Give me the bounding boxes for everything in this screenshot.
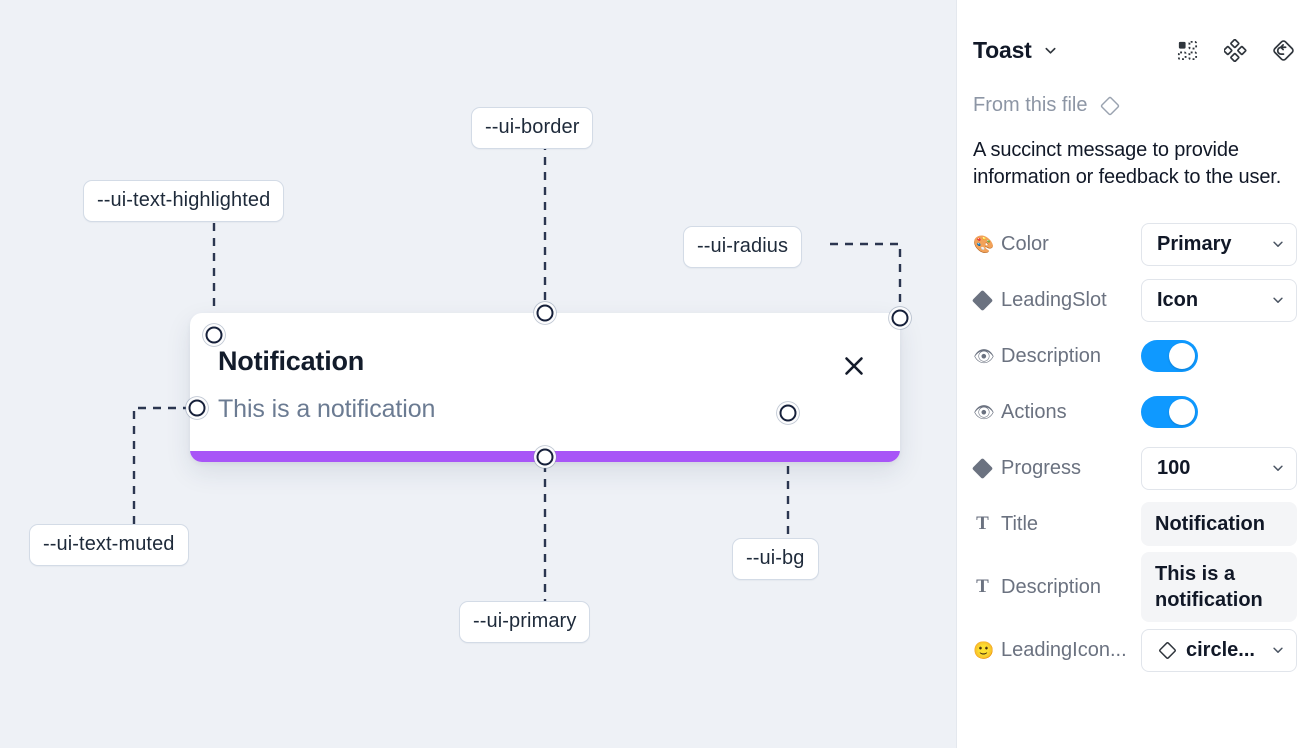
property-label-text: Description xyxy=(1001,575,1102,598)
progress-select-value: 100 xyxy=(1157,456,1191,479)
property-control-color: Primary xyxy=(1141,222,1297,266)
token-chip-ui-text-highlighted[interactable]: --ui-text-highlighted xyxy=(83,180,285,222)
chevron-down-icon xyxy=(1271,461,1285,475)
design-canvas[interactable]: Notification This is a notification --ui… xyxy=(0,0,956,748)
property-row-leadingslot: LeadingSlot Icon xyxy=(971,272,1297,328)
property-row-actions-toggle: 👁 Actions xyxy=(973,384,1296,440)
token-chip-ui-border[interactable]: --ui-border xyxy=(471,107,594,149)
property-control-description-toggle xyxy=(1141,340,1296,373)
property-row-leadingicon: 🙂 LeadingIcon... circle... xyxy=(973,622,1297,678)
property-label-text: Actions xyxy=(1001,400,1067,423)
close-x-icon[interactable] xyxy=(841,353,867,379)
chevron-down-icon xyxy=(1271,643,1285,657)
property-row-progress: Progress 100 xyxy=(971,440,1297,496)
property-control-leadingicon: circle... xyxy=(1141,628,1297,672)
leadingslot-select-value: Icon xyxy=(1157,288,1199,311)
leadingicon-select[interactable]: circle... xyxy=(1141,628,1297,672)
token-chip-ui-text-muted[interactable]: --ui-text-muted xyxy=(29,524,189,566)
title-input[interactable]: Notification xyxy=(1141,502,1297,547)
property-label-progress: Progress xyxy=(971,456,1141,480)
chevron-down-icon[interactable] xyxy=(1043,43,1058,58)
color-select[interactable]: Primary xyxy=(1141,222,1297,266)
property-label-text: Title xyxy=(1001,512,1039,535)
property-control-progress: 100 xyxy=(1141,446,1297,490)
anchor-dot-ui-text-muted[interactable] xyxy=(188,399,206,417)
palette-emoji-icon: 🎨 xyxy=(973,234,995,254)
property-rows: 🎨 Color Primary LeadingSlot xyxy=(971,216,1297,678)
token-chip-ui-primary[interactable]: --ui-primary xyxy=(459,601,591,643)
diamond-outline-icon xyxy=(1099,95,1121,117)
property-control-actions-toggle xyxy=(1141,396,1296,429)
diamond-reset-icon[interactable] xyxy=(1270,37,1296,63)
anchor-dot-ui-radius[interactable] xyxy=(891,309,909,327)
description-toggle[interactable] xyxy=(1141,340,1198,373)
property-row-description-text: T Description This is a notification xyxy=(973,552,1297,623)
property-label-title: T Title xyxy=(973,513,1141,536)
anchor-dot-ui-text-highlighted[interactable] xyxy=(205,326,223,344)
property-control-description-text: This is a notification xyxy=(1141,552,1297,623)
diamond-outline-icon xyxy=(1157,640,1178,661)
token-chip-ui-bg[interactable]: --ui-bg xyxy=(732,538,819,580)
panel-title: Toast xyxy=(973,36,1032,63)
from-this-file-label: From this file xyxy=(973,94,1088,116)
diamond-icon xyxy=(971,457,994,479)
text-t-icon: T xyxy=(976,513,989,535)
token-chip-ui-radius[interactable]: --ui-radius xyxy=(683,226,803,268)
smiley-emoji-icon: 🙂 xyxy=(973,640,995,660)
property-label-description-text: T Description xyxy=(973,576,1141,599)
description-input[interactable]: This is a notification xyxy=(1141,552,1297,623)
toggle-knob xyxy=(1169,343,1195,370)
toggle-knob xyxy=(1169,399,1195,426)
eye-emoji-icon: 👁 xyxy=(973,402,995,422)
text-t-icon: T xyxy=(976,576,989,598)
property-label-description: 👁 Description xyxy=(973,345,1141,368)
property-label-text: Color xyxy=(1001,232,1049,255)
property-control-leadingslot: Icon xyxy=(1141,278,1297,322)
progress-select[interactable]: 100 xyxy=(1141,446,1297,490)
property-label-leadingicon: 🙂 LeadingIcon... xyxy=(973,639,1141,662)
property-label-text: Description xyxy=(1001,344,1102,367)
property-label-text: LeadingSlot xyxy=(1001,288,1107,311)
component-grid-icon[interactable] xyxy=(1174,37,1200,63)
diamond-icon xyxy=(971,289,994,311)
toast-description: This is a notification xyxy=(218,395,436,423)
panel-header: Toast xyxy=(973,0,1296,72)
eye-emoji-icon: 👁 xyxy=(973,346,995,366)
leadingslot-select[interactable]: Icon xyxy=(1141,278,1297,322)
panel-header-actions xyxy=(1174,37,1296,63)
chevron-down-icon xyxy=(1271,293,1285,307)
color-select-value: Primary xyxy=(1157,232,1232,255)
leadingicon-select-value: circle... xyxy=(1186,638,1255,661)
anchor-dot-ui-border[interactable] xyxy=(536,304,554,322)
four-diamond-icon[interactable] xyxy=(1222,37,1248,63)
property-label-leadingslot: LeadingSlot xyxy=(971,288,1141,312)
anchor-dot-ui-primary[interactable] xyxy=(536,448,554,466)
property-row-description-toggle: 👁 Description xyxy=(973,328,1296,384)
chevron-down-icon xyxy=(1271,237,1285,251)
from-this-file-row[interactable]: From this file xyxy=(973,94,1296,117)
property-label-text: LeadingIcon... xyxy=(1001,638,1127,661)
property-control-title: Notification xyxy=(1141,502,1297,547)
property-row-color: 🎨 Color Primary xyxy=(973,216,1297,272)
property-label-text: Progress xyxy=(1001,456,1082,479)
component-description: A succinct message to provide informatio… xyxy=(973,139,1282,188)
anchor-dot-ui-bg[interactable] xyxy=(779,404,797,422)
property-label-color: 🎨 Color xyxy=(973,233,1141,256)
properties-panel: Toast xyxy=(956,0,1312,748)
property-row-title: T Title Notification xyxy=(973,496,1297,552)
actions-toggle[interactable] xyxy=(1141,396,1198,429)
toast-component-preview[interactable]: Notification This is a notification xyxy=(190,313,900,462)
property-label-actions: 👁 Actions xyxy=(973,401,1141,424)
toast-title: Notification xyxy=(218,346,365,376)
